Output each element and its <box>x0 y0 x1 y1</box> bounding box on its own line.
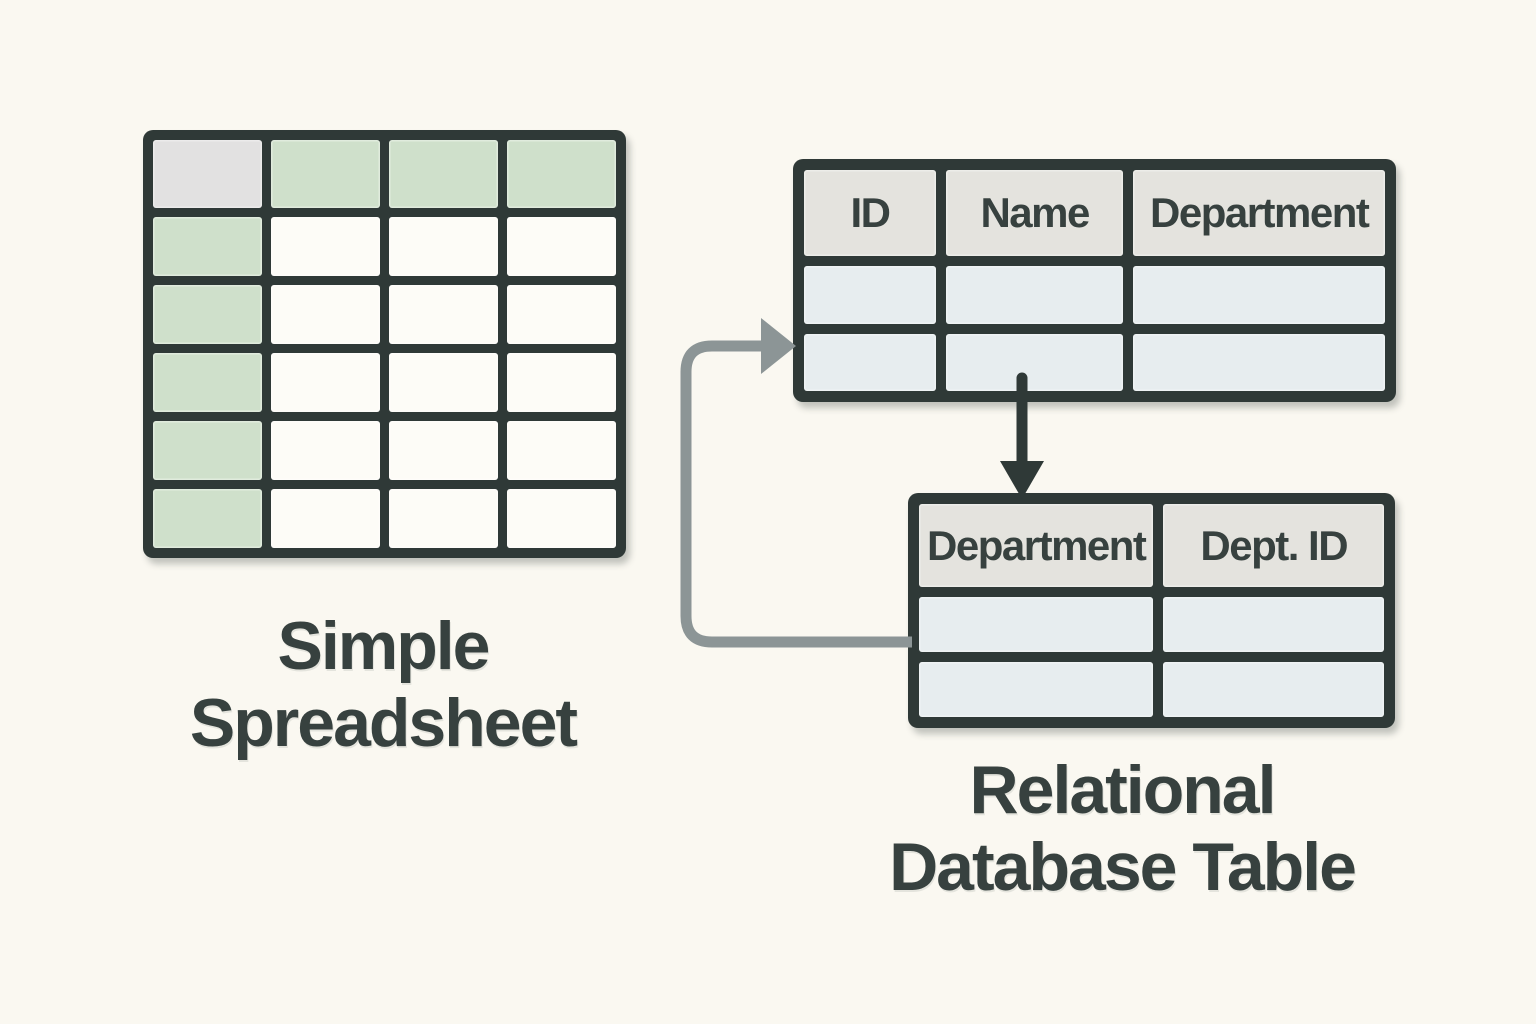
spreadsheet-cell <box>153 353 262 412</box>
employee-empty-cell <box>1133 333 1385 391</box>
caption-line: Database Table <box>889 829 1357 905</box>
caption-line: Spreadsheet <box>189 685 578 761</box>
employee-empty-cell <box>804 266 936 324</box>
spreadsheet-cell <box>153 489 262 548</box>
spreadsheet-cell <box>389 421 498 480</box>
spreadsheet-grid <box>143 130 626 558</box>
employee-empty-cell <box>804 333 936 391</box>
department-empty-cell <box>919 662 1154 717</box>
department-empty-cell <box>1163 662 1384 717</box>
spreadsheet-cell <box>507 217 616 276</box>
employee-empty-cell <box>945 333 1124 391</box>
employee-empty-cell <box>945 266 1124 324</box>
relational-caption: Relational Database Table <box>822 752 1422 906</box>
spreadsheet-cell <box>507 421 616 480</box>
employee-empty-cell <box>1133 266 1385 324</box>
spreadsheet-cell <box>271 421 380 480</box>
department-empty-cell <box>1163 597 1384 652</box>
employee-header-department: Department <box>1133 170 1385 256</box>
spreadsheet-cell <box>389 489 498 548</box>
spreadsheet-cell <box>507 140 616 208</box>
spreadsheet-cell <box>389 285 498 344</box>
spreadsheet-cell <box>271 489 380 548</box>
department-header-department: Department <box>919 504 1154 587</box>
caption-line: Relational <box>969 752 1277 828</box>
spreadsheet-cell <box>389 217 498 276</box>
caption-line: Simple <box>277 608 491 684</box>
spreadsheet-caption: Simple Spreadsheet <box>140 608 626 762</box>
spreadsheet-cell <box>271 285 380 344</box>
spreadsheet-cell <box>271 217 380 276</box>
spreadsheet-cell <box>153 285 262 344</box>
spreadsheet-cell <box>507 285 616 344</box>
employee-header-name: Name <box>945 170 1124 256</box>
spreadsheet-cell <box>153 421 262 480</box>
spreadsheet-cell <box>389 353 498 412</box>
spreadsheet-cell <box>271 140 380 208</box>
spreadsheet-cell <box>507 489 616 548</box>
spreadsheet-cell <box>153 140 262 208</box>
spreadsheet-cell <box>153 217 262 276</box>
employee-header-id: ID <box>804 170 936 256</box>
spreadsheet-cell <box>389 140 498 208</box>
department-empty-cell <box>919 597 1154 652</box>
spreadsheet-cell <box>271 353 380 412</box>
department-header-dept-id: Dept. ID <box>1163 504 1384 587</box>
spreadsheet-cell <box>507 353 616 412</box>
